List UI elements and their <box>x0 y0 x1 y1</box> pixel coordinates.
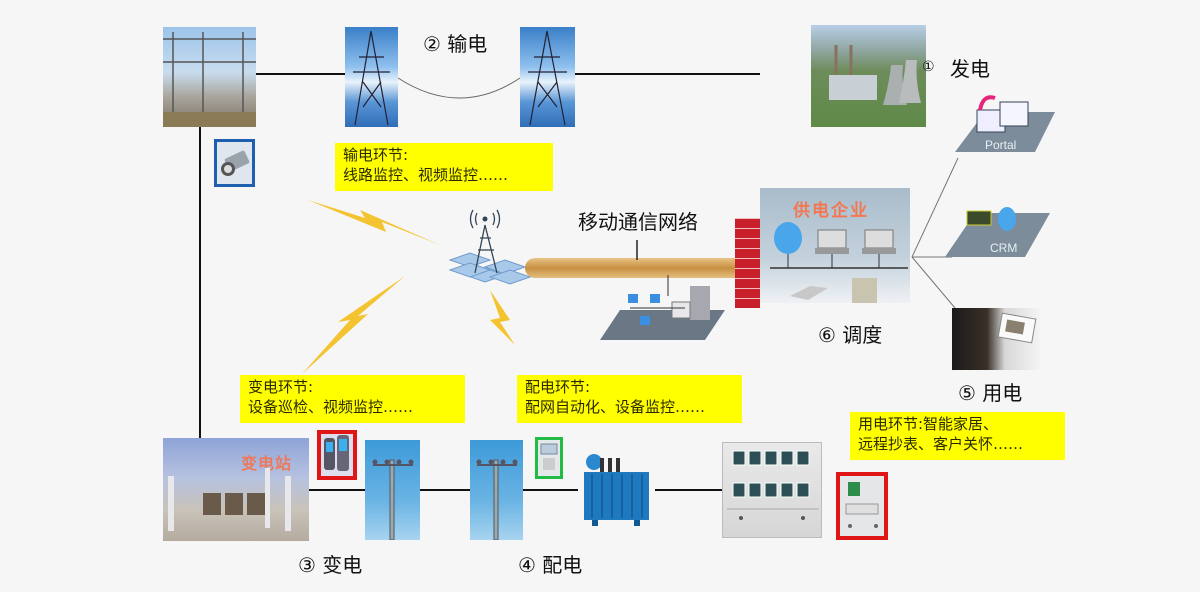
note-substation: 变电环节: 设备巡检、视频监控…… <box>240 375 465 423</box>
power-plant-photo <box>811 25 926 127</box>
note-consumption: 用电环节:智能家居、 远程抄表、客户关怀…… <box>850 412 1065 460</box>
crm-label: CRM <box>990 241 1018 255</box>
link-portal <box>911 157 959 258</box>
stage-label-distribution: ④ 配电 <box>518 555 582 575</box>
transmission-tower-photo-1 <box>345 27 398 127</box>
transmission-tower-photo-2 <box>520 27 575 127</box>
meter-icon <box>540 443 558 470</box>
stage-number: ⑤ <box>958 381 983 405</box>
substation-photo-top <box>163 27 256 127</box>
stage-name: 调度 <box>842 323 883 347</box>
stage-name: 配电 <box>542 553 583 577</box>
crm-icon <box>945 207 1050 257</box>
note-title: 用电环节:智能家居、 <box>858 415 999 433</box>
mobile-lan-platform <box>600 282 730 342</box>
power-enterprise-building: 供电企业 <box>760 188 910 303</box>
handheld-icon <box>324 435 349 471</box>
stage-number: ⑥ <box>818 323 843 347</box>
note-transmission: 输电环节: 线路监控、视频监控…… <box>335 143 553 191</box>
electric-meter-device <box>535 437 563 479</box>
portal-platform: Portal <box>955 90 1055 158</box>
wireless-signals <box>302 200 515 374</box>
enterprise-label: 供电企业 <box>793 201 869 221</box>
meter-cabinet-icon <box>727 450 819 520</box>
stage-name: 用电 <box>982 381 1023 405</box>
transmission-wire <box>397 77 521 99</box>
note-title: 输电环节: <box>343 146 409 164</box>
stage-name: 变电 <box>322 553 363 577</box>
network-pipe <box>525 258 745 278</box>
note-detail: 配网自动化、设备监控…… <box>525 398 706 416</box>
user-photo <box>952 308 1040 370</box>
link-user <box>911 256 956 309</box>
note-detail: 线路监控、视频监控…… <box>343 166 509 184</box>
substation-label: 变电站 <box>241 454 293 473</box>
tower-icon <box>528 30 567 126</box>
note-title: 配电环节: <box>525 378 591 396</box>
stage-name: 输电 <box>447 32 488 56</box>
cell-tower-icon <box>448 209 532 285</box>
stage-number: ② <box>423 32 448 56</box>
smart-meter-device <box>836 472 888 540</box>
distribution-pole-photo-2 <box>470 440 523 540</box>
note-detail: 远程抄表、客户关怀…… <box>858 435 1024 453</box>
transformer-icon <box>584 454 649 526</box>
stage-number: ④ <box>518 553 543 577</box>
stage-label-dispatch: ⑥ 调度 <box>818 325 882 345</box>
substation-structure-icon <box>163 32 256 127</box>
stage-label-generation: 发电 <box>950 57 990 81</box>
firewall-icon <box>735 218 760 308</box>
distribution-pole-photo-1 <box>365 440 420 540</box>
tower-icon <box>353 30 390 126</box>
stage-label-consumption: ⑤ 用电 <box>958 383 1022 403</box>
portal-label: Portal <box>985 138 1017 152</box>
stage-number-generation: ① <box>922 59 935 75</box>
stage-number: ③ <box>298 553 323 577</box>
transformer <box>578 450 655 528</box>
substation-equipment-icon <box>168 468 291 531</box>
stage-label-substation: ③ 变电 <box>298 555 362 575</box>
note-title: 变电环节: <box>248 378 314 396</box>
portal-icon <box>955 95 1055 152</box>
enterprise-servers-icon <box>770 222 908 303</box>
camera-icon <box>221 150 250 176</box>
utility-pole-icon <box>372 459 414 540</box>
note-detail: 设备巡检、视频监控…… <box>248 398 414 416</box>
handheld-terminal-device <box>317 430 357 480</box>
base-station <box>445 205 535 300</box>
utility-pole-icon <box>476 459 518 540</box>
lan-computers-icon <box>600 286 725 340</box>
metering-cabinet <box>722 442 822 538</box>
crm-platform: CRM <box>945 205 1050 260</box>
note-distribution: 配电环节: 配网自动化、设备监控…… <box>517 375 742 423</box>
substation-photo: 变电站 <box>163 438 309 541</box>
lightning-bolt-left <box>302 276 405 374</box>
network-label: 移动通信网络 <box>578 210 698 234</box>
lightning-bolt-top <box>308 200 440 245</box>
stage-label-transmission: ② 输电 <box>423 34 487 54</box>
smart-meter-icon <box>845 482 879 528</box>
video-camera-device <box>214 139 255 187</box>
lightning-bolt-bottom <box>490 290 515 345</box>
cooling-tower-icon <box>829 45 921 105</box>
laptop-user-icon <box>997 312 1037 344</box>
